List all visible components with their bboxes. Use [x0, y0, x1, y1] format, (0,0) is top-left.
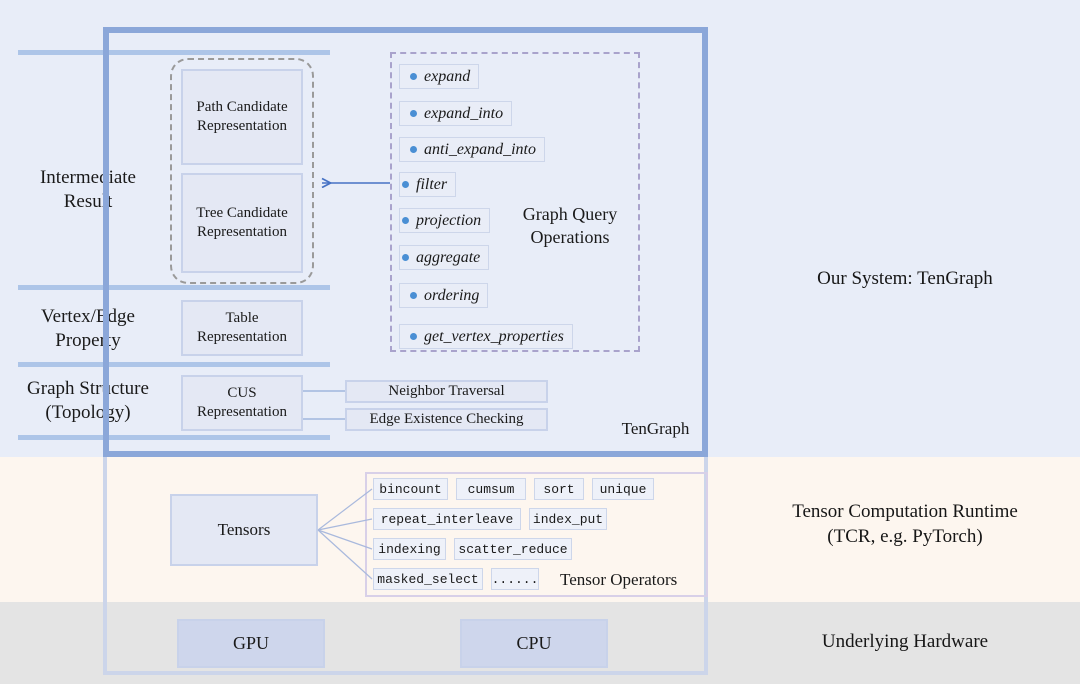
graph-query-operation-label: ordering: [424, 286, 480, 304]
box-line1: Tree Candidate: [196, 205, 288, 222]
graph-query-operation-item: expand: [399, 64, 480, 89]
table-representation-box: Table Representation: [181, 300, 303, 356]
graph-query-operation-label: anti_expand_into: [424, 140, 536, 158]
box-line1: Path Candidate: [196, 99, 288, 116]
gpu-box: GPU: [177, 619, 325, 668]
bullet-icon: [410, 333, 417, 340]
cus-representation-box: CUS Representation: [181, 375, 303, 431]
tengraph-frame-label: TenGraph: [621, 419, 690, 438]
graph-query-operation-item: get_vertex_properties: [399, 324, 573, 349]
path-candidate-representation-box: Path Candidate Representation: [181, 69, 303, 165]
candidate-representation-group: [170, 58, 314, 284]
tengraph-system-frame: [103, 27, 708, 457]
bullet-icon: [410, 146, 417, 153]
row-label-line2: Result: [63, 190, 113, 212]
tcr-caption-line2: (TCR, e.g. PyTorch): [827, 525, 983, 547]
graph-query-operation-item: projection: [399, 208, 491, 233]
graph-query-operation-item: expand_into: [399, 101, 513, 126]
tcr-layer-caption: Tensor Computation Runtime (TCR, e.g. Py…: [740, 500, 1070, 549]
bullet-icon: [402, 181, 409, 188]
tensor-operator-item: cumsum: [456, 478, 526, 500]
tensors-box: Tensors: [170, 494, 318, 566]
neighbor-traversal-box: Neighbor Traversal: [345, 380, 548, 403]
edge-existence-checking-box: Edge Existence Checking: [345, 408, 548, 431]
caption-line1: Graph Query: [522, 204, 618, 224]
bullet-icon: [410, 73, 417, 80]
tensor-operator-item: sort: [534, 478, 584, 500]
row-label-line1: Intermediate: [39, 167, 136, 188]
row-label-line1: Graph Structure: [27, 378, 149, 399]
box-line2: Representation: [197, 404, 287, 420]
graph-query-operations-caption: Graph Query Operations: [505, 203, 635, 248]
graph-query-operation-item: aggregate: [399, 245, 490, 270]
tcr-caption-line1: Tensor Computation Runtime: [792, 501, 1018, 522]
row-label-intermediate-result: Intermediate Result: [8, 166, 168, 214]
bullet-icon: [410, 110, 417, 117]
tensor-operators-caption: Tensor Operators: [560, 570, 678, 589]
graph-query-operation-label: filter: [416, 175, 448, 193]
hardware-layer-caption: Underlying Hardware: [821, 631, 989, 652]
bullet-icon: [402, 254, 409, 261]
box-line1: Table: [225, 310, 259, 327]
box-line2: Representation: [197, 329, 287, 345]
tensor-operator-item: index_put: [529, 508, 607, 530]
tree-candidate-representation-box: Tree Candidate Representation: [181, 173, 303, 273]
tensor-operator-item: unique: [592, 478, 654, 500]
row-label-line2: (Topology): [45, 401, 131, 423]
tensor-operator-item: scatter_reduce: [454, 538, 572, 560]
box-line2: Representation: [197, 118, 287, 134]
graph-query-operation-label: aggregate: [416, 248, 481, 266]
box-line2: Representation: [197, 224, 287, 240]
row-divider-bottom: [18, 435, 330, 440]
tensor-operator-item: bincount: [373, 478, 448, 500]
graph-query-operation-item: ordering: [399, 283, 489, 308]
graph-query-operation-item: filter: [399, 172, 457, 197]
row-divider-top: [18, 50, 330, 55]
graph-layer-caption: Our System: TenGraph: [817, 268, 993, 289]
row-label-line1: Vertex/Edge: [41, 306, 135, 327]
cpu-box: CPU: [460, 619, 608, 668]
graph-query-operation-label: expand_into: [424, 104, 504, 122]
graph-query-operations-panel: [390, 52, 640, 352]
bullet-icon: [410, 292, 417, 299]
box-line1: CUS: [227, 385, 257, 402]
tensor-operator-item: repeat_interleave: [373, 508, 521, 530]
graph-query-operation-label: projection: [416, 211, 482, 229]
graph-query-operation-item: anti_expand_into: [399, 137, 545, 162]
row-divider-intermediate-property: [18, 285, 330, 290]
row-divider-property-topology: [18, 362, 330, 367]
tensor-operator-item: indexing: [373, 538, 446, 560]
graph-query-operation-label: get_vertex_properties: [424, 327, 564, 345]
caption-line2: Operations: [530, 226, 610, 247]
tensor-operator-item: ......: [491, 568, 539, 590]
row-label-graph-structure: Graph Structure (Topology): [8, 377, 168, 425]
tensor-operator-item: masked_select: [373, 568, 483, 590]
bullet-icon: [402, 217, 409, 224]
graph-query-operation-label: expand: [424, 67, 471, 85]
